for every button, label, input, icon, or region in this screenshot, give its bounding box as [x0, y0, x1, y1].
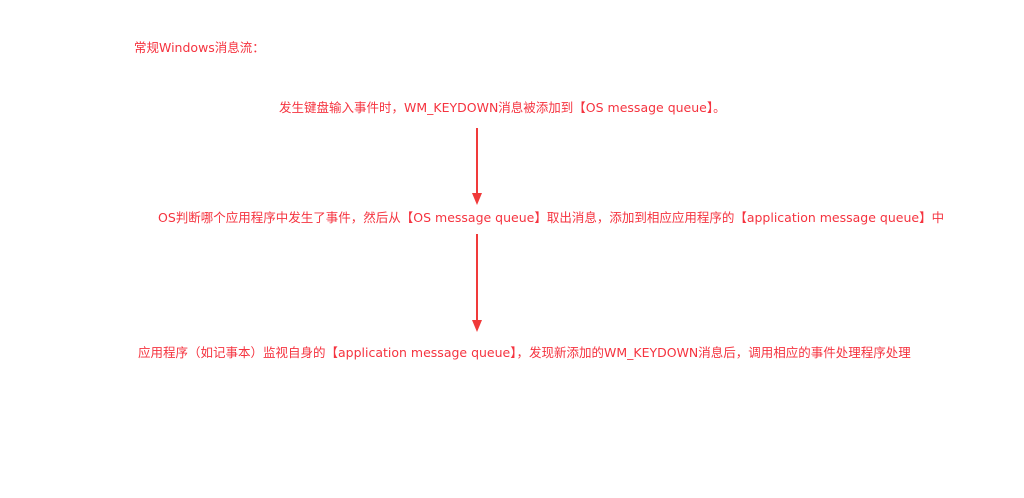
arrow-down-icon — [472, 234, 482, 332]
arrow-down-icon — [472, 128, 482, 205]
step-2-os-dispatch: OS判断哪个应用程序中发生了事件，然后从【OS message queue】取出… — [158, 210, 945, 225]
step-3-app-handles: 应用程序（如记事本）监视自身的【application message queu… — [138, 345, 911, 360]
diagram-title: 常规Windows消息流： — [134, 40, 265, 55]
step-1-keydown-added: 发生键盘输入事件时，WM_KEYDOWN消息被添加到【OS message qu… — [279, 100, 726, 115]
